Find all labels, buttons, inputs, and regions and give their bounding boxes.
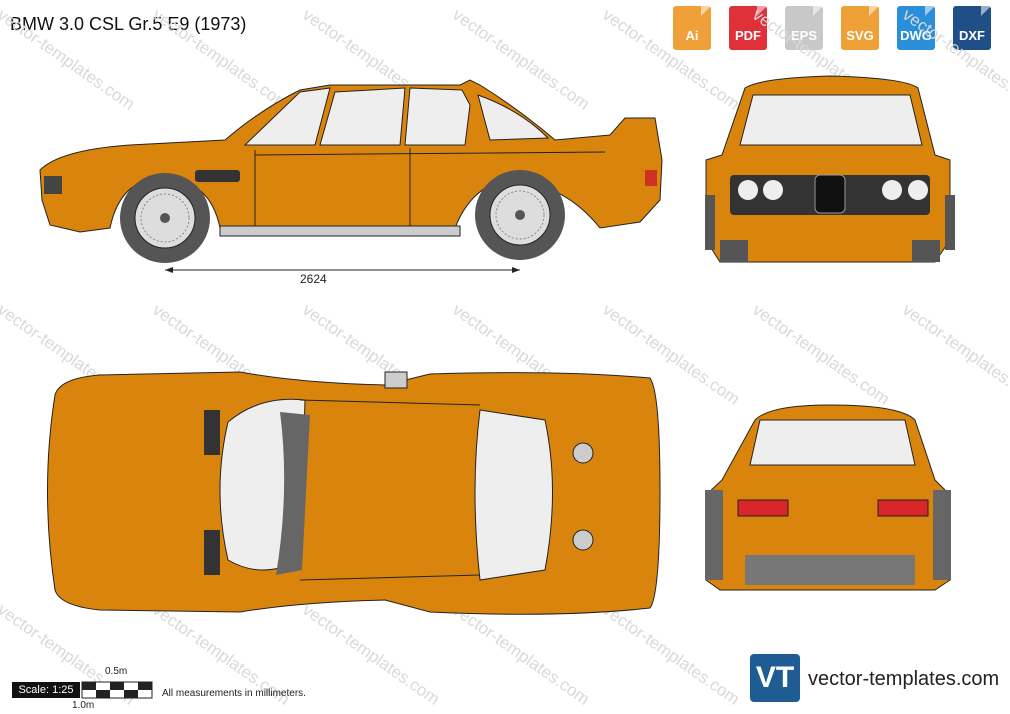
dwg-file-icon[interactable]: DWG (897, 6, 935, 50)
format-label: Ai (685, 28, 699, 43)
format-label: SVG (846, 28, 874, 43)
scale-full-label: 1.0m (72, 700, 95, 711)
rear-wheel (475, 170, 565, 260)
ai-file-icon[interactable]: Ai (673, 6, 711, 50)
vt-logo[interactable]: VT (750, 654, 800, 702)
front-wheel (120, 173, 210, 263)
eps-file-icon[interactable]: EPS (785, 6, 823, 50)
format-label: DWG (900, 28, 932, 43)
rear-view (705, 404, 951, 591)
svg-file-icon[interactable]: SVG (841, 6, 879, 50)
wheelbase-dimension: 2624 (300, 272, 327, 286)
front-view (705, 75, 955, 263)
side-view (39, 79, 663, 273)
format-label: DXF (959, 28, 985, 43)
top-view (47, 371, 661, 615)
pdf-file-icon[interactable]: PDF (729, 6, 767, 50)
dxf-file-icon[interactable]: DXF (953, 6, 991, 50)
measurement-note: All measurements in millimeters. (162, 688, 306, 699)
scale-bar (81, 681, 153, 699)
format-label: PDF (735, 28, 761, 43)
scale-label: Scale: 1:25 (12, 682, 80, 698)
site-name[interactable]: vector-templates.com (808, 668, 1000, 690)
format-label: EPS (790, 28, 817, 43)
page-title: BMW 3.0 CSL Gr.5 E9 (1973) (10, 14, 247, 34)
scale-half-label: 0.5m (105, 666, 128, 677)
